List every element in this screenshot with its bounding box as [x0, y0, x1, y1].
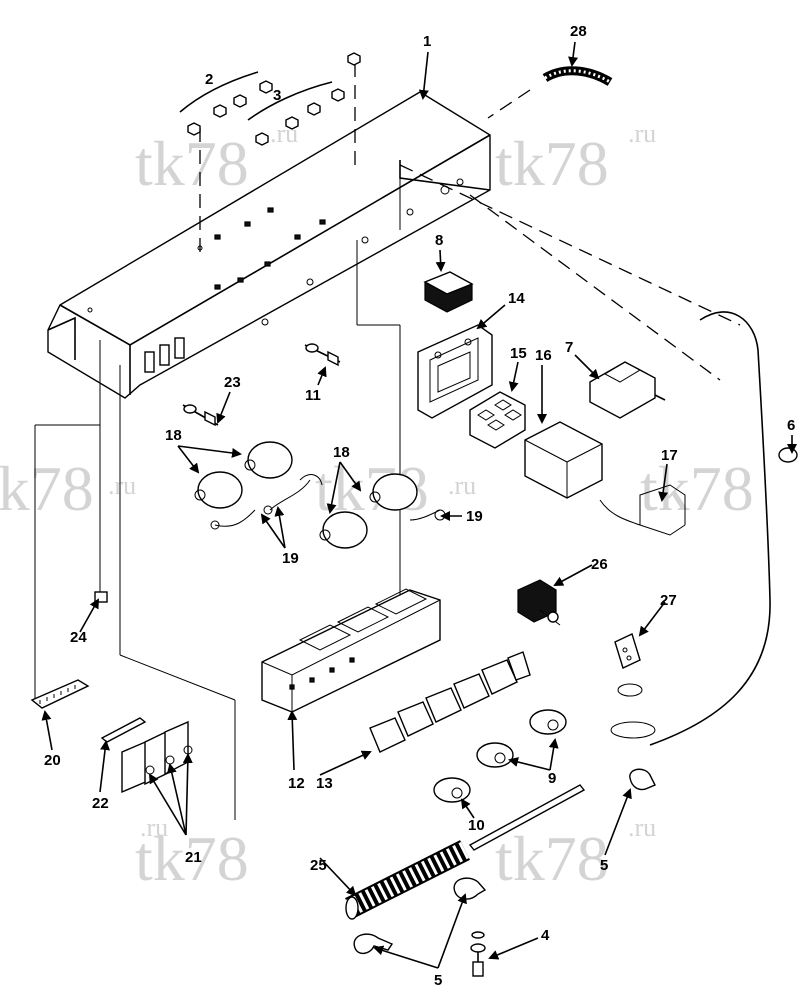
callout-label: 21 — [185, 849, 202, 866]
toggle-switch-assembly — [589, 361, 666, 419]
relays-row — [369, 651, 531, 753]
callout-label: 5 — [600, 857, 608, 874]
callout-label: 24 — [70, 629, 87, 646]
callout-label: 18 — [165, 427, 182, 444]
grommets — [433, 709, 567, 803]
callout-label: 17 — [661, 447, 678, 464]
watermark-text: tk78 — [135, 823, 249, 894]
bracket-plate — [417, 324, 493, 419]
mounting-bracket — [47, 91, 491, 399]
leader-lines — [34, 65, 741, 820]
relay-block — [423, 271, 474, 313]
toggle-switch — [517, 579, 561, 626]
solenoid-group-left — [194, 441, 311, 530]
callout-label: 19 — [282, 550, 299, 567]
watermark-suffix: .ru — [628, 813, 656, 842]
callout-label: 23 — [224, 374, 241, 391]
nuts-group — [179, 52, 361, 146]
callout-label: 6 — [787, 417, 795, 434]
watermark-text: tk78 — [640, 453, 754, 524]
bolts — [182, 343, 341, 427]
callout-label: 12 — [288, 775, 305, 792]
callout-labels: 1 2 3 28 8 14 15 16 7 6 17 11 23 18 18 1… — [44, 23, 795, 989]
control-box — [524, 421, 603, 499]
callout-label: 9 — [548, 770, 556, 787]
watermark-suffix: .ru — [448, 471, 476, 500]
callout-label: 3 — [273, 87, 281, 104]
callout-label: 10 — [468, 817, 485, 834]
watermark-suffix: .ru — [140, 813, 168, 842]
callout-label: 28 — [570, 23, 587, 40]
callout-label: 8 — [435, 232, 443, 249]
callout-label: 1 — [423, 33, 431, 50]
callout-label: 7 — [565, 339, 573, 356]
callout-label: 4 — [541, 927, 550, 944]
wire-bracket — [599, 484, 686, 536]
callout-label: 11 — [305, 387, 321, 404]
callout-label: 27 — [660, 592, 677, 609]
relay-rack — [261, 588, 441, 713]
watermark-suffix: .ru — [628, 119, 656, 148]
solenoid-group-right — [299, 473, 446, 549]
callout-label: 19 — [466, 508, 483, 525]
callout-label: 16 — [535, 347, 552, 364]
callout-label: 22 — [92, 795, 109, 812]
callout-arrows — [41, 41, 797, 969]
watermark-suffix: .ru — [108, 471, 136, 500]
callout-label: 13 — [316, 775, 333, 792]
terminal-strip — [30, 591, 108, 709]
callout-label: 5 — [434, 972, 442, 989]
callout-label: 25 — [310, 857, 327, 874]
switch-bank — [100, 717, 193, 794]
label-plate — [614, 633, 643, 697]
watermark-text: tk78 — [495, 823, 609, 894]
spring-hose — [345, 840, 470, 920]
callout-label: 2 — [205, 71, 213, 88]
callout-label: 18 — [333, 444, 350, 461]
watermark-text: tk78 — [495, 128, 609, 199]
braided-strap — [542, 66, 613, 86]
callout-label: 14 — [508, 290, 525, 307]
watermark-text: tk78 — [135, 128, 249, 199]
callout-label: 26 — [591, 556, 608, 573]
callout-label: 15 — [510, 345, 527, 362]
callout-label: 20 — [44, 752, 61, 769]
watermark-text: tk78 — [0, 453, 94, 524]
terminal-block — [469, 391, 526, 449]
